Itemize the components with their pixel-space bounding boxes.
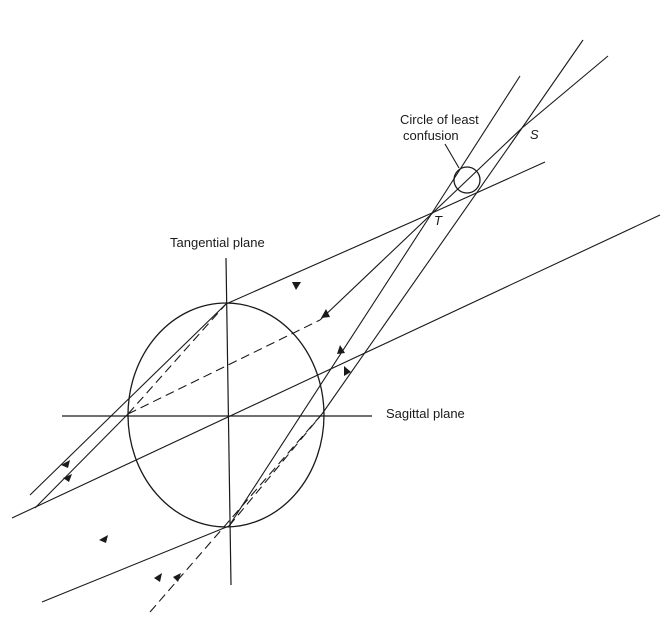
circle-leader-line [444,143,460,169]
arrow-icon [63,474,72,482]
sagittal-ray-left-to-s [319,127,523,321]
sagittal-ray-left-hidden [127,319,321,415]
lens-aperture-ellipse [127,302,325,528]
ray-arrowheads [61,282,351,582]
arrow-icon [61,460,70,468]
arrow-icon [154,573,162,582]
tangential-ray-bottom-beyond-t [431,75,521,214]
tangential-ray-top-incoming [29,303,227,496]
tangential-ray-bottom-to-t [228,212,433,527]
circle-of-least-confusion [453,166,481,194]
sagittal-ray-right-to-s [321,127,523,415]
sagittal-ray-right-hidden [149,413,323,613]
sagittal-ray-left-incoming [34,413,129,509]
sagittal-plane-label: Sagittal plane [386,406,465,421]
circle-label-line2: confusion [403,128,459,143]
sagittal-ray-right-beyond-s [521,39,584,129]
chief-ray [11,214,661,519]
arrow-icon [292,282,301,290]
point-t-label: T [434,213,442,228]
tangential-ray-bottom-incoming [41,525,230,603]
circle-label-line1: Circle of least [400,112,479,127]
point-s-label: S [530,127,539,142]
construction-dash-upper [127,303,227,415]
tangential-ray-top-to-t [225,212,433,305]
arrow-icon [344,366,351,376]
arrow-icon [173,573,181,582]
arrow-icon [321,309,330,318]
tangential-plane-label: Tangential plane [170,235,265,250]
construction-dash-lower [228,413,323,527]
tangential-ray-top-beyond-t [431,161,546,214]
arrow-icon [99,535,108,543]
tangential-plane-axis [225,257,232,586]
arrow-icon [337,345,345,354]
sagittal-ray-left-beyond-s [521,55,609,129]
